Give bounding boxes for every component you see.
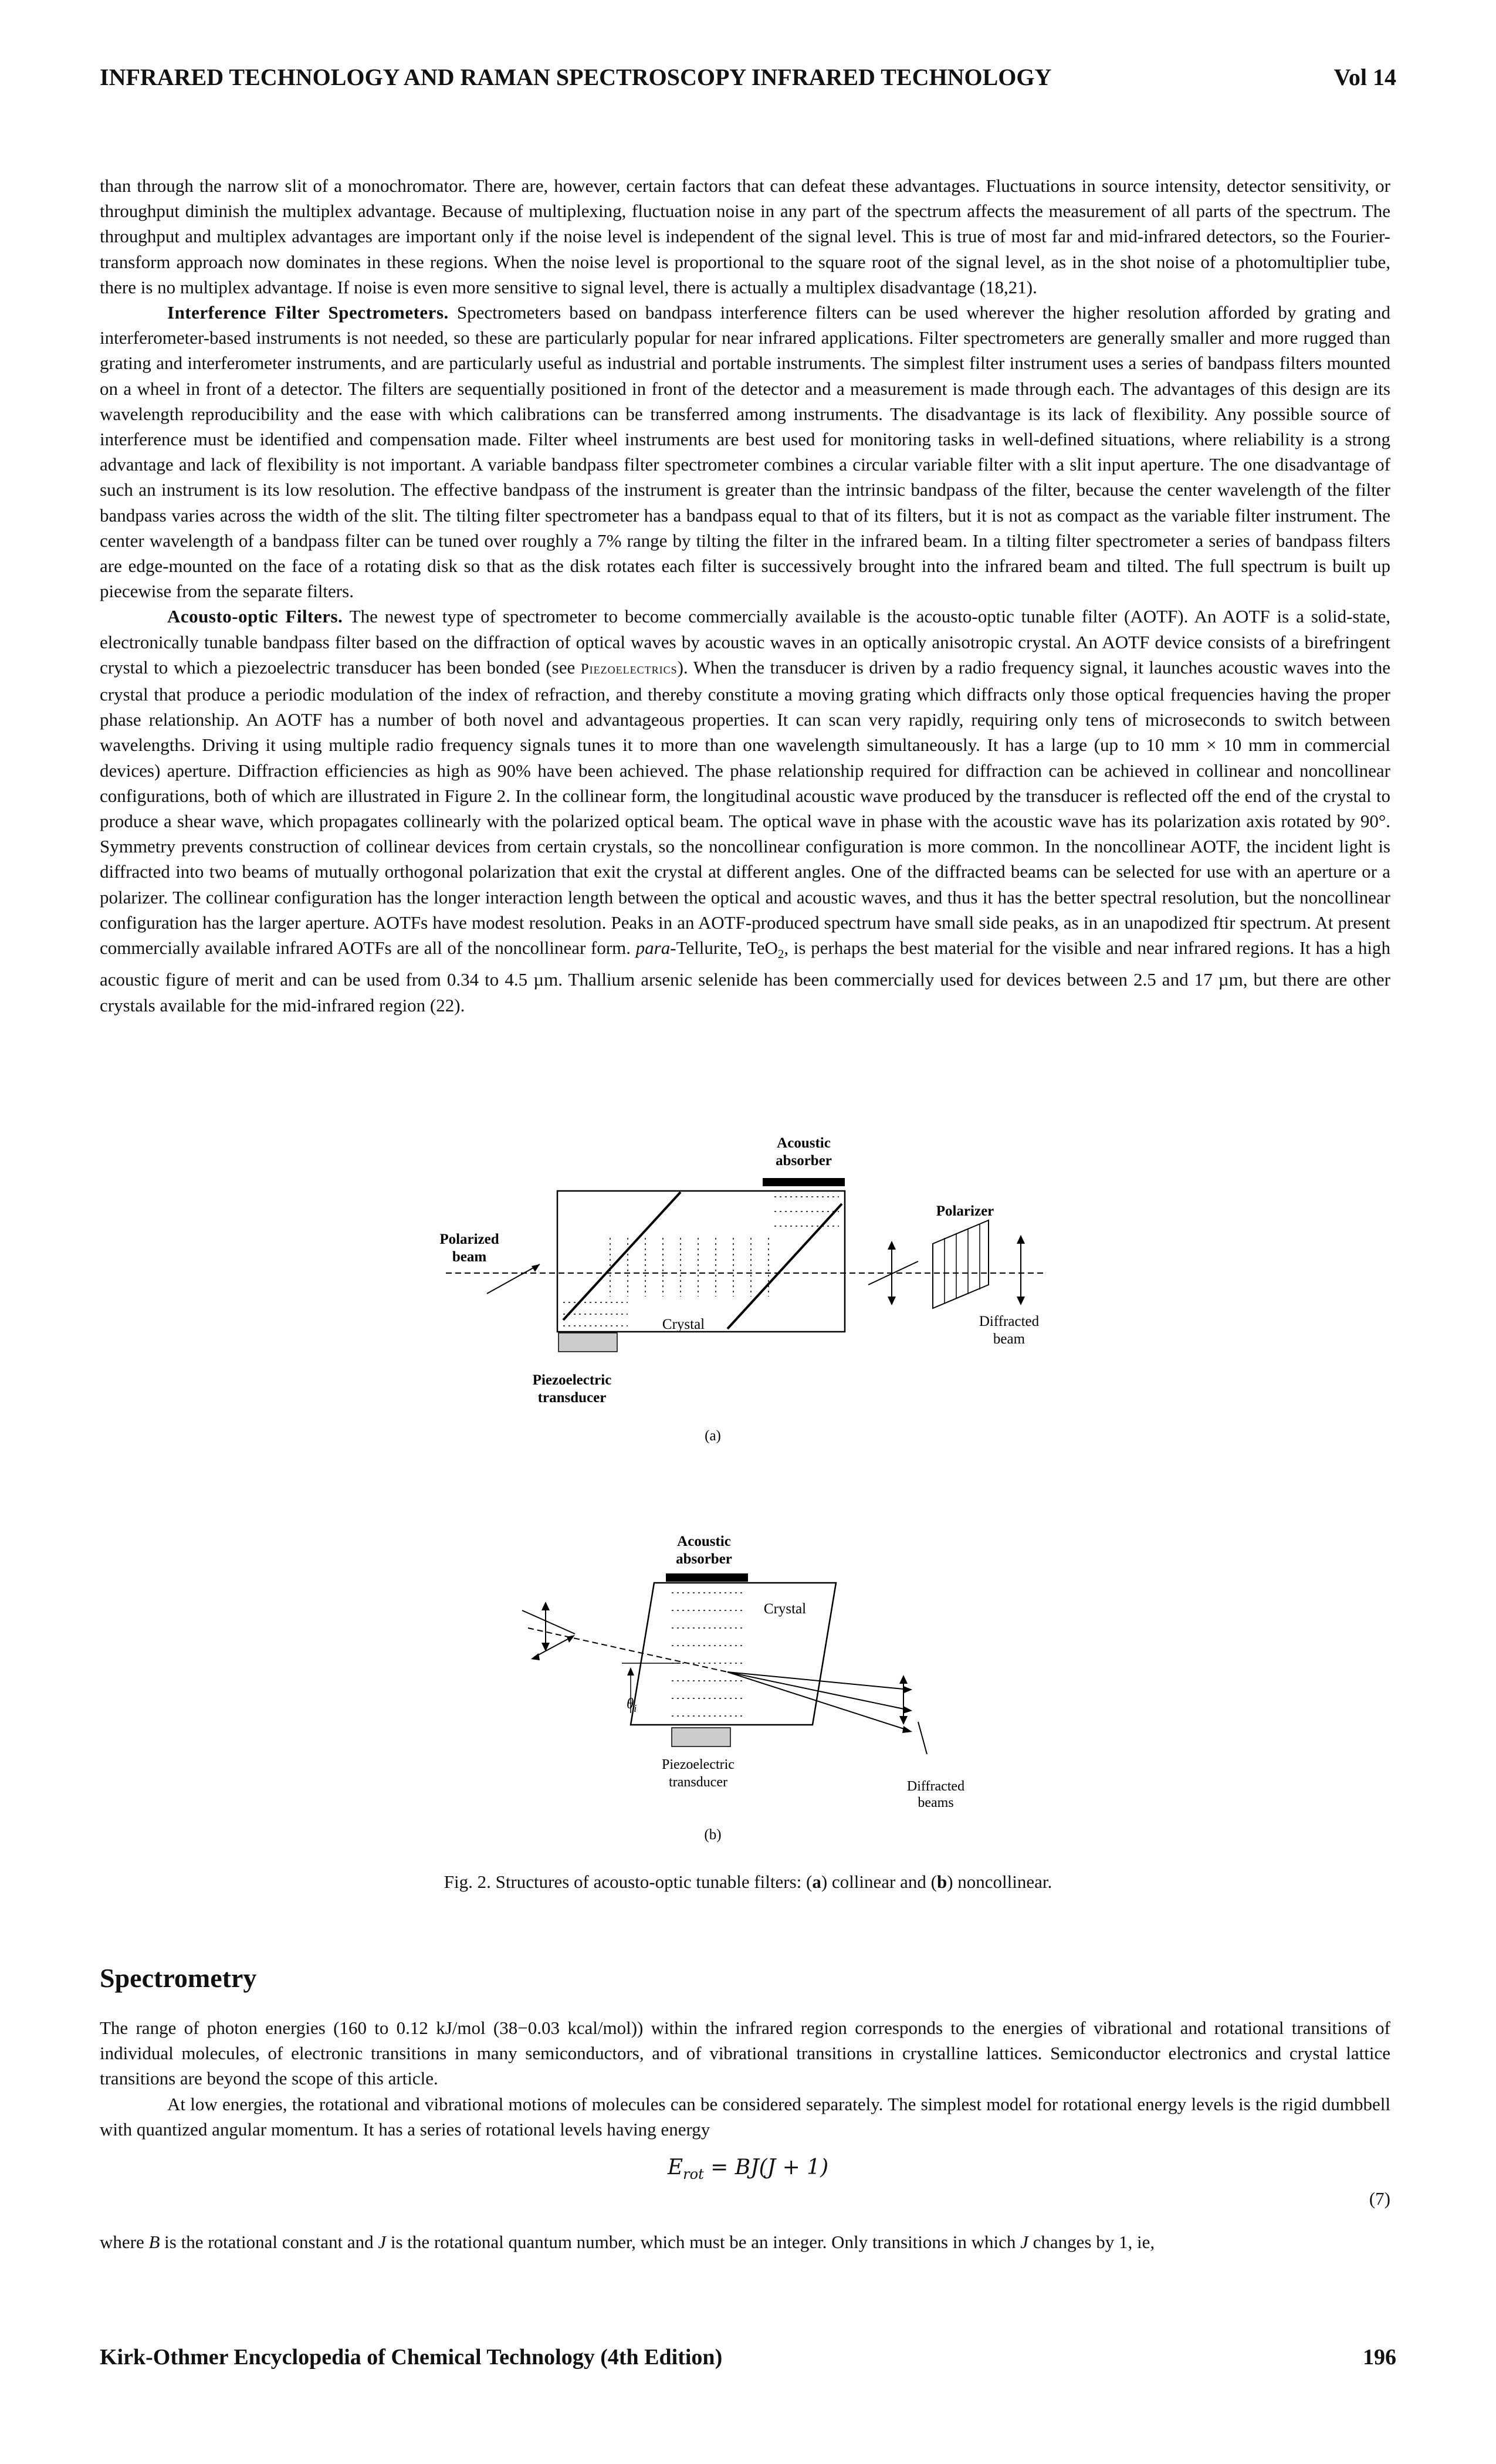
arrowhead-icon: [567, 1635, 575, 1643]
arrowhead-icon: [888, 1297, 896, 1305]
incident-beam: [527, 1627, 728, 1673]
label-diffracted: Diffracted: [979, 1314, 1040, 1329]
paragraph-interference-filters: Interference Filter Spectrometers. Spect…: [100, 300, 1390, 604]
polarization-arrow-icon: [533, 1636, 573, 1658]
diffracted-beam-1: [727, 1671, 910, 1690]
label-beam: beam: [452, 1249, 487, 1265]
header-volume: Vol 14: [1333, 64, 1396, 90]
body-text-top: than through the narrow slit of a monoch…: [100, 173, 1390, 1018]
body-text-bottom: The range of photon energies (160 to 0.1…: [100, 2015, 1390, 2142]
paragraph-text: ). When the transducer is driven by a ra…: [100, 656, 1390, 959]
piezoelectric-transducer-block: [558, 1332, 618, 1352]
arrowhead-icon: [541, 1643, 550, 1651]
run-in-heading-interference: Interference Filter Spectrometers.: [167, 302, 449, 323]
arrowhead-icon: [903, 1706, 912, 1714]
paragraph-photon-energies: The range of photon energies (160 to 0.1…: [100, 2018, 1390, 2089]
label-transducer: transducer: [538, 1390, 607, 1406]
label-acoustic: Acoustic: [677, 1534, 731, 1549]
label-acoustic: Acoustic: [777, 1135, 831, 1151]
label-crystal: Crystal: [662, 1316, 705, 1332]
arrowhead-icon: [531, 1653, 540, 1660]
label-piezoelectric: Piezoelectric: [533, 1372, 612, 1388]
figure-a-collinear: Acoustic absorber Polarized beam Polariz…: [439, 1135, 1044, 1444]
footer-source: Kirk-Othmer Encyclopedia of Chemical Tec…: [100, 2345, 723, 2370]
arrowhead-icon: [899, 1675, 908, 1684]
arrowhead-icon: [541, 1602, 550, 1610]
polarizer-plate: [932, 1219, 989, 1309]
arrowhead-icon: [1017, 1235, 1025, 1244]
label-absorber: absorber: [776, 1153, 832, 1169]
paragraph-text: Spectrometers based on bandpass interfer…: [100, 302, 1390, 602]
cross-reference-link[interactable]: Piezoelectrics: [580, 661, 678, 677]
paragraph-text: , is perhaps the best material for the v…: [100, 937, 1391, 1016]
subscript: 2: [777, 947, 784, 962]
acoustic-absorber-block: [763, 1178, 845, 1186]
acoustic-absorber-block: [666, 1573, 748, 1582]
label-diffracted-beam: beam: [993, 1331, 1025, 1347]
piezoelectric-transducer-block: [671, 1727, 731, 1747]
crystal-facet-right: [726, 1203, 843, 1330]
label-polarizer: Polarizer: [936, 1203, 994, 1219]
page-number: 196: [1363, 2345, 1396, 2370]
diffracted-beam-pointer: [918, 1721, 928, 1755]
acoustic-wavefronts: [563, 1196, 839, 1326]
label-theta: θi: [627, 1696, 637, 1714]
figure-caption: Fig. 2. Structures of acousto-optic tuna…: [444, 1871, 1052, 1892]
paragraph-acousto-optic: Acousto-optic Filters. The newest type o…: [100, 604, 1390, 1017]
label-polarized: Polarized: [439, 1231, 499, 1247]
running-footer: Kirk-Othmer Encyclopedia of Chemical Tec…: [100, 2344, 1396, 2380]
incident-beam-line: [522, 1610, 576, 1634]
crystal-facet-left: [562, 1191, 682, 1321]
paragraph-rotational: At low energies, the rotational and vibr…: [100, 2093, 1390, 2140]
crystal-body: [629, 1582, 837, 1726]
arrowhead-icon: [888, 1241, 896, 1250]
arrowhead-icon: [1017, 1297, 1025, 1305]
arrowhead-icon: [902, 1726, 912, 1733]
header-title: INFRARED TECHNOLOGY AND RAMAN SPECTROSCO…: [100, 64, 1052, 90]
figure-b-noncollinear: Acoustic absorber Crystal θi Piezoelectr…: [522, 1534, 964, 1843]
label-transducer: transducer: [669, 1775, 727, 1790]
label-crystal: Crystal: [764, 1601, 806, 1617]
diffracted-beam-3: [727, 1671, 910, 1731]
acoustic-wavefronts: [672, 1592, 745, 1717]
label-piezoelectric: Piezoelectric: [662, 1757, 735, 1772]
label-diffracted-beams: beams: [918, 1795, 953, 1810]
arrowhead-icon: [899, 1716, 908, 1725]
panel-label-b: (b): [704, 1827, 721, 1843]
diffracted-beam-2: [727, 1671, 910, 1711]
polarization-arrow-icon: [486, 1264, 540, 1294]
equation-7: Erot = BJ(J + 1): [667, 2155, 829, 2183]
equation-number: (7): [1369, 2188, 1390, 2209]
panel-label-a: (a): [705, 1428, 721, 1444]
label-absorber: absorber: [676, 1551, 732, 1567]
arrowhead-icon: [627, 1667, 634, 1676]
run-in-heading-acousto-optic: Acousto-optic Filters.: [167, 606, 343, 627]
arrowhead-icon: [532, 1264, 540, 1272]
paragraph-multiplex: than through the narrow slit of a monoch…: [100, 175, 1390, 297]
section-heading: Spectrometry: [100, 1963, 257, 1993]
body-text-final: where B is the rotational constant and J…: [100, 2229, 1390, 2255]
polarization-arrow-icon: [868, 1261, 919, 1285]
paragraph-where: where B is the rotational constant and J…: [100, 2232, 1155, 2252]
paragraph-text: -Tellurite, TeO: [670, 937, 778, 959]
crystal-body: [556, 1190, 846, 1333]
arrowhead-icon: [903, 1686, 912, 1693]
running-header: INFRARED TECHNOLOGY AND RAMAN SPECTROSCO…: [100, 63, 1396, 104]
polarizer-lines: [944, 1224, 980, 1304]
paragraph-text: The newest type of spectrometer to becom…: [100, 606, 1390, 678]
label-diffracted: Diffracted: [907, 1779, 964, 1794]
italic-prefix: para: [635, 937, 671, 959]
